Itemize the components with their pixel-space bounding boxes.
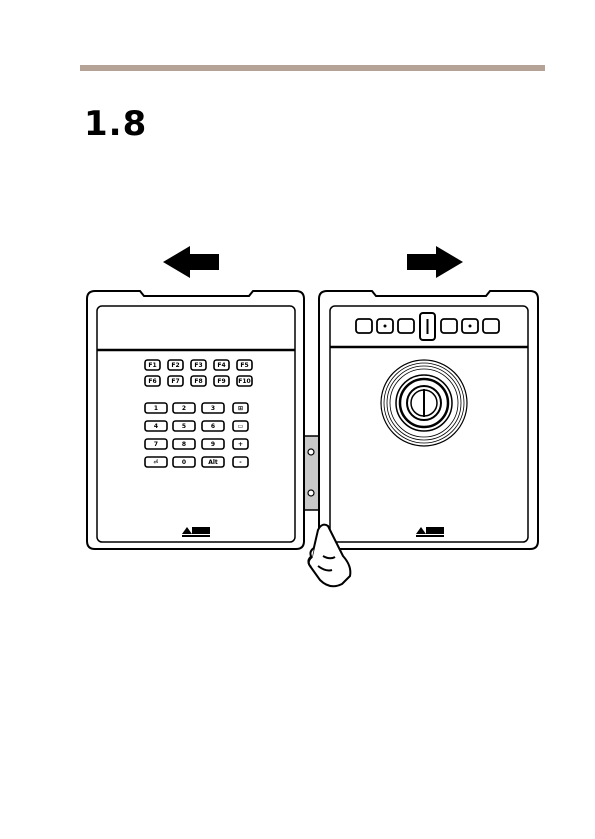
keypad-key: - [233,457,248,467]
keypad-key: F4 [214,360,229,370]
keypad-key: F8 [191,376,206,386]
keypad-key: ⏎ [145,457,167,467]
keypad-key: 7 [145,439,167,449]
svg-text:⏎: ⏎ [153,459,158,466]
keypad-key: ▭ [233,421,248,431]
keypad-key: 4 [145,421,167,431]
keypad-key: 0 [173,457,195,467]
svg-text:9: 9 [211,441,215,448]
svg-text:F5: F5 [240,362,248,369]
svg-text:+: + [238,441,243,448]
svg-text:F4: F4 [217,362,225,369]
joystick-stick [381,360,467,446]
keypad-key: 8 [173,439,195,449]
keypad-key: F9 [214,376,229,386]
svg-text:⊞: ⊞ [238,405,243,412]
svg-text:F1: F1 [148,362,156,369]
svg-text:7: 7 [154,441,158,448]
svg-text:F6: F6 [148,378,156,385]
svg-text:F9: F9 [217,378,225,385]
arrow-left-icon [163,246,219,278]
joystick-module [319,291,538,549]
svg-text:6: 6 [211,423,215,430]
button [441,319,457,333]
keypad-key: F10 [237,376,252,386]
keypad-key: F6 [145,376,160,386]
svg-text:F2: F2 [171,362,179,369]
button [483,319,499,333]
svg-text:Alt: Alt [208,459,218,466]
axis-logo-icon [416,527,444,537]
keypad-key: 5 [173,421,195,431]
axis-logo-icon [182,527,210,537]
keypad-key: ⊞ [233,403,248,413]
keypad-key: 2 [173,403,195,413]
arrow-right-icon [407,246,463,278]
keypad-key: F2 [168,360,183,370]
svg-text:1: 1 [154,405,158,412]
keypad-key: 3 [202,403,224,413]
svg-text:F3: F3 [194,362,202,369]
keypad-key: 6 [202,421,224,431]
keypad-key: F1 [145,360,160,370]
keypad-key: 1 [145,403,167,413]
svg-text:F10: F10 [238,378,250,385]
svg-text:4: 4 [154,423,158,430]
button [398,319,414,333]
svg-text:F8: F8 [194,378,202,385]
button [356,319,372,333]
svg-text:8: 8 [182,441,186,448]
svg-text:2: 2 [182,405,186,412]
svg-text:5: 5 [182,423,186,430]
keypad-key: F7 [168,376,183,386]
svg-text:3: 3 [211,405,215,412]
keypad-key: F5 [237,360,252,370]
keypad-key: F3 [191,360,206,370]
svg-text:▭: ▭ [238,423,244,430]
keypad-key: 9 [202,439,224,449]
keypad-key: Alt [202,457,224,467]
keypad-key: + [233,439,248,449]
svg-text:F7: F7 [171,378,179,385]
svg-text:0: 0 [182,459,186,466]
